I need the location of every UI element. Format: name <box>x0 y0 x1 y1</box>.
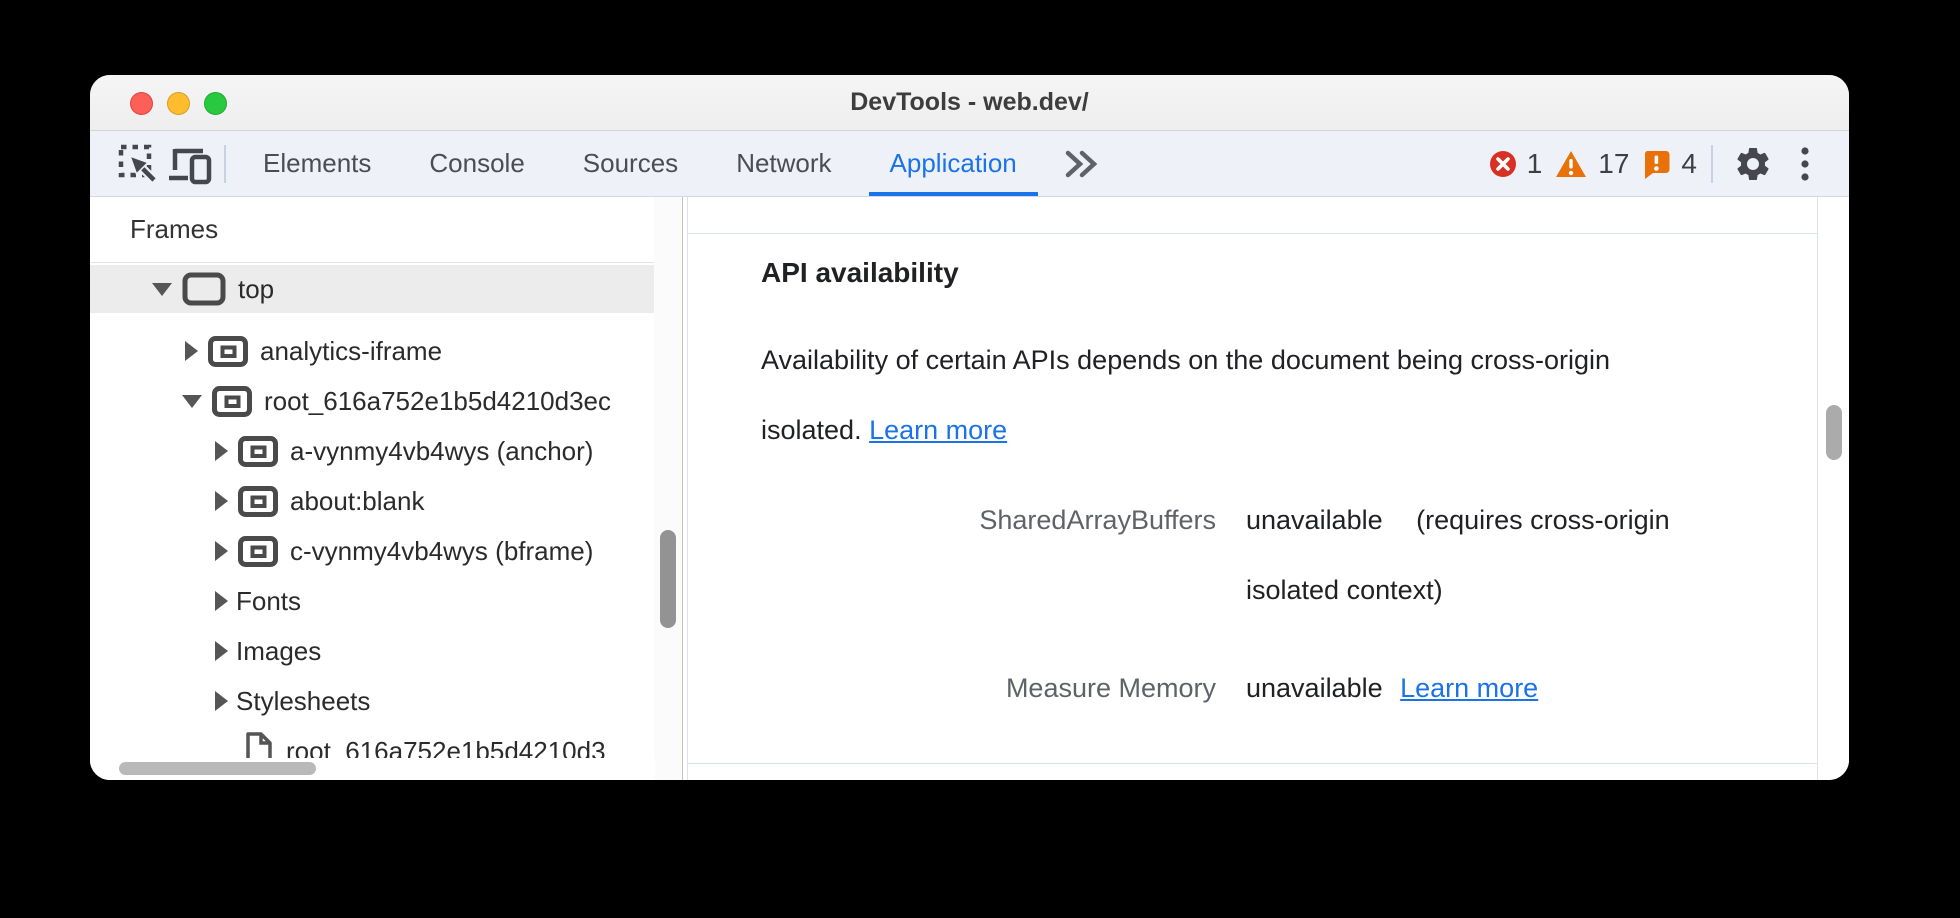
sidebar-hscrollbar-thumb[interactable] <box>119 762 316 775</box>
tree-item-fonts[interactable]: Fonts <box>90 577 654 625</box>
status-badges: 1 17 4 <box>1489 148 1697 180</box>
section-title: API availability <box>761 257 959 288</box>
field-label-sharedarraybuffers: SharedArrayBuffers <box>979 505 1216 535</box>
tree-item-label: Fonts <box>236 585 302 616</box>
warning-icon <box>1556 150 1587 177</box>
close-window-button[interactable] <box>130 92 153 115</box>
tree-item-label: a-vynmy4vb4wys (anchor) <box>290 435 594 466</box>
field-value-text: unavailable <box>1246 673 1383 703</box>
collapsed-arrow-icon[interactable] <box>215 641 228 661</box>
devtools-toolbar: Elements Console Sources Network Application… <box>90 131 1849 197</box>
sidebar-scrollbar-track[interactable] <box>654 197 682 780</box>
learn-more-link-isolation[interactable]: Learn more <box>869 415 1008 445</box>
frames-sidebar: Frames top analytics-iframe root_616a752e1… <box>90 197 683 780</box>
expanded-arrow-icon[interactable] <box>152 282 172 296</box>
toolbar-divider-right <box>1711 144 1713 183</box>
tree-item-label: Stylesheets <box>236 685 371 716</box>
tree-item-a-vynmy4vb4wys-anchor-[interactable]: a-vynmy4vb4wys (anchor) <box>90 427 654 475</box>
learn-more-link-measure-memory[interactable]: Learn more <box>1400 673 1539 703</box>
iframe-icon <box>238 485 278 517</box>
issues-badge[interactable]: 4 <box>1641 148 1697 180</box>
expanded-arrow-icon[interactable] <box>182 394 202 408</box>
field-value-sharedarraybuffers: unavailable (requires cross-origin <box>1246 505 1670 536</box>
error-count: 1 <box>1526 147 1543 179</box>
tab-sources[interactable]: Sources <box>582 148 679 178</box>
toolbar-divider <box>224 144 226 183</box>
iframe-icon <box>238 435 278 467</box>
issue-icon <box>1645 150 1670 179</box>
issue-count: 4 <box>1681 147 1697 179</box>
field-label-measure-memory: Measure Memory <box>1005 673 1216 703</box>
field-value-measure-memory: unavailable Learn more <box>1246 673 1538 704</box>
window-title: DevTools - web.dev/ <box>850 88 1089 116</box>
device-toolbar-icon[interactable] <box>164 138 216 190</box>
tree-item-label: root_616a752e1b5d4210d3ec <box>264 385 612 416</box>
description-line-2: isolated. Learn more <box>761 415 1007 446</box>
tree-item-c-vynmy4vb4wys-bframe-[interactable]: c-vynmy4vb4wys (bframe) <box>90 527 654 575</box>
tree-item-top[interactable]: top <box>90 265 654 313</box>
iframe-icon <box>238 535 278 567</box>
error-icon <box>1489 150 1516 177</box>
devtools-window: DevTools - web.dev/ Elements Console Sourc… <box>90 75 1849 780</box>
frames-section-header[interactable]: Frames <box>90 197 682 263</box>
tree-item-analytics-iframe[interactable]: analytics-iframe <box>90 327 654 375</box>
iframe-icon <box>212 385 252 417</box>
tree-item-about-blank[interactable]: about:blank <box>90 477 654 525</box>
sidebar-scrollbar-thumb[interactable] <box>660 530 676 628</box>
collapsed-arrow-icon[interactable] <box>215 441 228 461</box>
description-line-1: Availability of certain APIs depends on … <box>761 345 1610 375</box>
inspect-element-icon[interactable] <box>112 138 164 190</box>
tree-item-root-616a752e1b5d4210d3ec[interactable]: root_616a752e1b5d4210d3ec <box>90 377 654 425</box>
tree-item-label: about:blank <box>290 485 425 516</box>
panel-tabs: Elements Console Sources Network Application <box>234 131 1046 196</box>
frames-tree: top analytics-iframe root_616a752e1b5d4210… <box>90 263 654 780</box>
collapsed-arrow-icon[interactable] <box>215 691 228 711</box>
field-note-line-1: (requires cross-origin <box>1416 505 1670 535</box>
tree-item-label: Images <box>236 635 322 666</box>
settings-gear-icon[interactable] <box>1727 138 1779 190</box>
tree-item-label: analytics-iframe <box>260 335 443 366</box>
tab-network[interactable]: Network <box>736 148 832 178</box>
collapsed-arrow-icon[interactable] <box>215 541 228 561</box>
frame-icon <box>182 272 226 306</box>
main-scrollbar-thumb[interactable] <box>1826 405 1842 460</box>
zoom-window-button[interactable] <box>204 92 227 115</box>
tree-item-label: top <box>238 273 275 304</box>
section-bottom-divider <box>688 763 1817 764</box>
collapsed-arrow-icon[interactable] <box>185 341 198 361</box>
more-tabs-icon[interactable] <box>1046 148 1114 180</box>
minimize-window-button[interactable] <box>167 92 190 115</box>
tree-item-stylesheets[interactable]: Stylesheets <box>90 677 654 725</box>
iframe-icon <box>208 335 248 367</box>
tab-application[interactable]: Application <box>861 131 1046 196</box>
tab-console[interactable]: Console <box>429 148 525 178</box>
tab-elements[interactable]: Elements <box>263 148 372 178</box>
field-note-line-2: isolated context) <box>1246 575 1443 605</box>
sidebar-hscrollbar-track[interactable] <box>90 758 655 780</box>
title-bar: DevTools - web.dev/ <box>90 75 1849 131</box>
api-availability-section: API availability Availability of certain… <box>687 197 1818 780</box>
tree-item-images[interactable]: Images <box>90 627 654 675</box>
warnings-badge[interactable]: 17 <box>1554 148 1629 180</box>
traffic-lights <box>130 92 227 115</box>
field-value-text: unavailable <box>1246 505 1383 535</box>
description-line-2-text: isolated. <box>761 415 862 445</box>
warning-count: 17 <box>1598 147 1630 179</box>
tree-item-label: c-vynmy4vb4wys (bframe) <box>290 535 594 566</box>
frame-details-pane: API availability Availability of certain… <box>683 197 1849 780</box>
collapsed-arrow-icon[interactable] <box>215 491 228 511</box>
kebab-menu-icon[interactable] <box>1779 138 1831 190</box>
errors-badge[interactable]: 1 <box>1489 147 1543 180</box>
section-top-divider <box>688 233 1817 234</box>
collapsed-arrow-icon[interactable] <box>215 591 228 611</box>
